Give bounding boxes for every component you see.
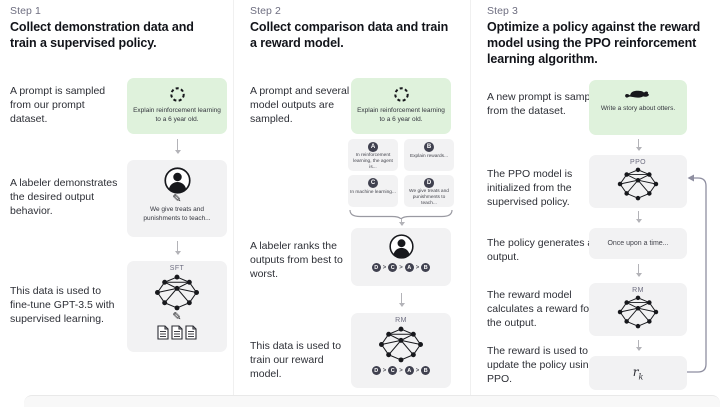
pencil-icon: ✎	[172, 193, 182, 205]
brace-icon	[349, 209, 453, 219]
rank-chip: C	[388, 263, 398, 272]
sft-network-icon	[154, 274, 200, 311]
reward-value-symbol: rk	[632, 364, 644, 382]
arrow-down-icon	[174, 139, 181, 154]
step2-prompt-text: Explain reinforcement learning to a 6 ye…	[357, 107, 445, 123]
arrow-down-icon	[635, 340, 642, 351]
labeler-person-icon	[389, 234, 414, 259]
step1-labeler-box: ✎ We give treats and punishments to teac…	[127, 160, 227, 237]
step1-prompt-box: Explain reinforcement learning to a 6 ye…	[127, 78, 227, 134]
ranking-row: D > C > A > B	[371, 263, 431, 272]
step3-caption-update: The reward is used to update the policy …	[487, 345, 595, 386]
prompt-sample-icon	[393, 86, 410, 103]
output-box-c: C In machine learning...	[348, 175, 398, 207]
rank-chip: D	[371, 263, 381, 272]
step3-reward-box: rk	[589, 356, 687, 390]
step3-caption-init: The PPO model is initialized from the su…	[487, 168, 573, 209]
labeler-person-icon	[164, 167, 191, 194]
rank-separator: >	[415, 367, 420, 374]
rank-chip: B	[421, 263, 431, 272]
output-d-badge: D	[424, 178, 434, 188]
rank-separator: >	[382, 264, 387, 271]
step2-labeler-box: D > C > A > B	[351, 228, 451, 286]
step2-title: Collect comparison data and train a rewa…	[250, 20, 449, 50]
step1-prompt-text: Explain reinforcement learning to a 6 ye…	[133, 107, 221, 123]
output-d-text: We give treats and punishments to teach.…	[409, 189, 449, 207]
step2-rm-box: RM D > C > A > B	[351, 313, 451, 388]
step1-caption-prompt: A prompt is sampled from our prompt data…	[10, 85, 106, 126]
output-box-d: D We give treats and punishments to teac…	[404, 175, 454, 207]
step1-labeler-note: We give treats and punishments to teach.…	[143, 206, 211, 222]
step3-prompt-box: Write a story about otters.	[589, 80, 687, 135]
step1-sft-box: SFT ✎	[127, 261, 227, 352]
output-c-text: In machine learning...	[350, 189, 396, 195]
rm-network-icon	[378, 326, 424, 363]
otter-icon	[624, 88, 652, 101]
rm-network-icon	[617, 295, 659, 329]
rank-chip: D	[371, 366, 381, 375]
output-a-badge: A	[368, 142, 378, 152]
ppo-model-label: PPO	[630, 159, 646, 166]
rank-separator: >	[382, 367, 387, 374]
pencil-icon: ✎	[172, 311, 182, 323]
ranking-row: D > C > A > B	[371, 366, 431, 375]
arrow-down-icon	[174, 241, 181, 255]
step1-title: Collect demonstration data and train a s…	[10, 20, 194, 50]
output-a-text: In reinforcement learning, the agent is.…	[353, 153, 393, 171]
output-b-badge: B	[424, 142, 434, 152]
training-docs-icon	[157, 325, 197, 340]
step2-caption-train: This data is used to train our reward mo…	[250, 340, 342, 381]
output-box-a: A In reinforcement learning, the agent i…	[348, 139, 398, 171]
output-b-text: Explain rewards...	[409, 153, 449, 159]
bottom-card-edge	[24, 395, 720, 407]
arrow-down-icon	[635, 211, 642, 223]
step2-caption-prompt: A prompt and several model outputs are s…	[250, 85, 350, 126]
column-divider-1	[233, 0, 234, 407]
output-box-b: B Explain rewards...	[404, 139, 454, 171]
step1-caption-finetune: This data is used to fine-tune GPT-3.5 w…	[10, 285, 115, 326]
ppo-network-icon	[617, 167, 659, 201]
column-divider-2	[470, 0, 471, 407]
output-c-badge: C	[368, 178, 378, 188]
step3-caption-reward: The reward model calculates a reward for…	[487, 289, 593, 330]
rank-chip: A	[404, 366, 414, 375]
prompt-sample-icon	[169, 86, 186, 103]
step3-label: Step 3	[487, 5, 518, 17]
step2-prompt-box: Explain reinforcement learning to a 6 ye…	[351, 78, 451, 134]
rank-separator: >	[399, 264, 403, 271]
step2-label: Step 2	[250, 5, 281, 17]
step3-caption-prompt: A new prompt is sampled from the dataset…	[487, 91, 605, 118]
step3-output-box: Once upon a time...	[589, 228, 687, 259]
step3-title: Optimize a policy against the reward mod…	[487, 20, 701, 66]
step3-rm-box: RM	[589, 283, 687, 336]
step3-output-text: Once upon a time...	[607, 239, 669, 247]
step1-caption-labeler: A labeler demonstrates the desired outpu…	[10, 177, 118, 218]
arrow-down-icon	[635, 139, 642, 151]
step3-ppo-box: PPO	[589, 155, 687, 208]
step1-label: Step 1	[10, 5, 41, 17]
rank-chip: C	[388, 366, 398, 375]
rank-separator: >	[399, 367, 403, 374]
step3-prompt-text: Write a story about otters.	[600, 105, 676, 112]
rank-chip: B	[421, 366, 431, 375]
sft-model-label: SFT	[169, 265, 185, 272]
step3-caption-output: The policy generates an output.	[487, 237, 600, 264]
arrow-down-icon	[398, 219, 405, 226]
rm-model-label: RM	[632, 287, 644, 294]
arrow-down-icon	[398, 293, 405, 307]
rm-model-label: RM	[395, 317, 407, 324]
rank-separator: >	[415, 264, 420, 271]
rank-chip: A	[404, 263, 414, 272]
step2-caption-rank: A labeler ranks the outputs from best to…	[250, 240, 343, 281]
arrow-down-icon	[635, 264, 642, 277]
